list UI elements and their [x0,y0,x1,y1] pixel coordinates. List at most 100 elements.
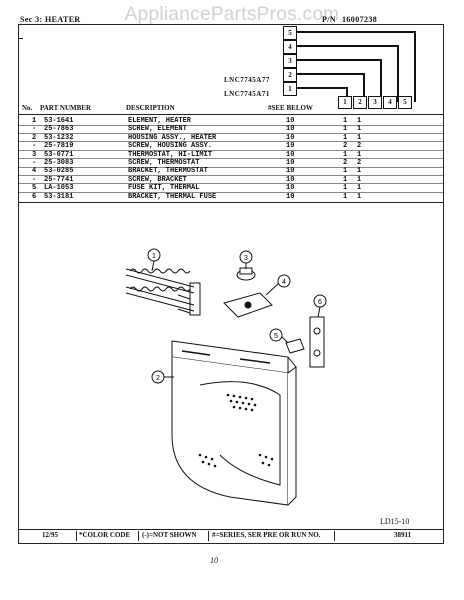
cell-desc: BRACKET, THERMAL FUSE [128,192,217,201]
cell-no: 3 [32,150,37,159]
cell-desc: ELEMENT, HEATER [128,117,192,125]
cell-no: 2 [32,133,37,142]
callout-number-1: 1 [152,253,156,260]
cell-see: 10 [286,150,295,159]
footer-separator [334,531,335,541]
model-number-2: LNC7745A71 [224,90,270,98]
cell-part: 53-1641 [44,117,74,125]
callout-number-5: 5 [274,333,278,340]
cell-part: 25-7819 [44,142,74,151]
cell-no: 6 [32,192,37,201]
cell-c2: 1 [357,133,362,142]
cell-c2: 1 [357,125,362,134]
cell-c1: 1 [343,192,348,201]
heater-housing-illustration [171,340,297,506]
cell-c2: 2 [357,159,362,167]
step-line-5 [290,31,416,102]
footer-series-note: #=SERIES, SER PRE OR RUN NO. [212,531,321,539]
cell-c2: 1 [357,167,362,176]
watermark-text: AppliancePartsPros.com [124,4,340,25]
parts-sheet-frame [18,24,444,544]
footer-date: 12/95 [42,531,58,539]
footer-not-shown: (-)=NOT SHOWN [142,531,197,539]
row-rule [18,166,444,168]
pn-label: P/N [322,15,337,24]
footer-rule [18,529,444,530]
cell-desc: SCREW, ELEMENT [128,125,187,134]
cell-desc: THERMOSTAT, HI-LIMIT [128,150,213,159]
row-rule [18,141,444,143]
cell-desc: BRACKET, THERMOSTAT [128,167,208,176]
housing-vent-holes [198,393,274,468]
cell-c1: 1 [343,117,348,125]
cell-c1: 1 [343,184,348,193]
fuse-bracket-illustration [309,316,325,368]
col-num-5: 5 [398,96,412,109]
header-rule [18,114,444,115]
footer-separator [76,531,77,541]
cell-part: 25-7863 [44,125,74,134]
cell-no: - [32,125,37,134]
cell-see: 10 [286,125,295,134]
col-num-1: 1 [338,96,352,109]
cell-see: 10 [286,142,295,151]
cell-part: 53-0771 [44,150,74,159]
col-see-below: #SEE BELOW [268,104,313,112]
cell-part: 53-1232 [44,133,74,142]
col-part-number: PART NUMBER [40,104,92,112]
table-bottom-rule [18,202,444,203]
cell-see: 10 [286,175,295,184]
cell-part: LA-1053 [44,184,74,193]
section-title: Sec 3: HEATER [20,15,81,24]
cell-desc: SCREW, HOUSING ASSY. [128,142,213,151]
col-no: No. [22,104,33,112]
cell-c2: 1 [357,150,362,159]
cell-part: 25-3083 [44,159,74,167]
cell-desc: HOUSING ASSY., HEATER [128,133,217,142]
heater-element-illustration [125,268,201,316]
step-box-2: 2 [283,68,297,82]
callout-number-6: 6 [318,299,322,306]
footer-color-code: *COLOR CODE [79,531,131,539]
cell-c2: 1 [357,184,362,193]
footer-separator [138,531,139,541]
callout-number-4: 4 [282,279,286,286]
cell-no: 4 [32,167,37,176]
col-description: DESCRIPTION [126,104,175,112]
callout-number-2: 2 [156,375,160,382]
cell-no: 5 [32,184,37,193]
cell-see: 10 [286,117,295,125]
cell-part: 53-0285 [44,167,74,176]
exploded-view-drawing: 1 2 3 4 5 6 [125,248,327,506]
cell-desc: SCREW, BRACKET [128,175,187,184]
thermal-fuse-illustration [285,338,305,354]
cell-c1: 1 [343,175,348,184]
callout-circle-5 [269,328,283,342]
cell-see: 10 [286,192,295,201]
step-line-4 [290,45,399,102]
step-box-3: 3 [283,54,297,68]
cell-see: 10 [286,133,295,142]
row-rule [18,149,444,151]
footer-separator [208,531,209,541]
cell-no: - [32,159,37,167]
cell-c1: 1 [343,125,348,134]
row-rule [18,175,444,176]
cell-c2: 1 [357,175,362,184]
row-rule [18,124,444,126]
callout-number-3: 3 [244,255,248,262]
col-num-4: 4 [383,96,397,109]
cell-see: 10 [286,159,295,167]
col-num-3: 3 [368,96,382,109]
step-line-2 [290,73,365,102]
col-num-2: 2 [353,96,367,109]
footer-code: 38911 [394,531,412,539]
row-rule [18,158,444,160]
